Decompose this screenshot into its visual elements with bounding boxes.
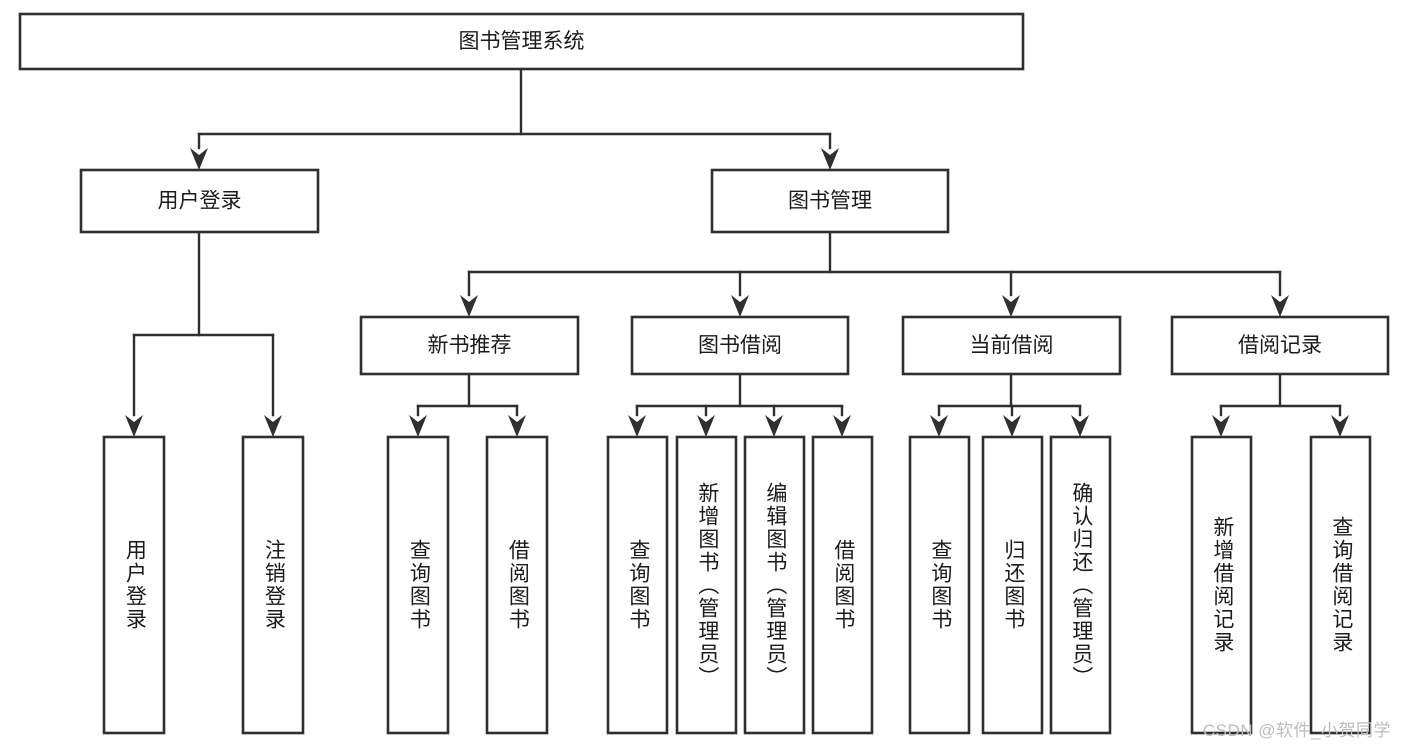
arrow-level3-to-leaf <box>930 415 948 437</box>
arrow-level3-to-leaf <box>409 415 427 437</box>
arrow-bookmanage-to-level3 <box>1271 295 1289 317</box>
arrow-level3-to-leaf <box>765 415 783 437</box>
node-box-layer <box>18 12 1390 735</box>
arrow-level3-to-leaf <box>697 415 715 437</box>
node-box-leaf-edit-book-admin[interactable] <box>743 435 806 735</box>
arrow-level3-to-leaf <box>628 415 646 437</box>
arrow-level3-to-leaf <box>1003 415 1021 437</box>
arrow-userlogin-to-leaf <box>125 415 143 437</box>
arrow-level3-to-leaf <box>833 415 851 437</box>
arrow-root-to-level2 <box>821 148 839 170</box>
arrow-level3-to-leaf <box>508 415 526 437</box>
node-box-leaf-return-book[interactable] <box>981 435 1044 735</box>
node-label-current-borrow: 当前借阅 <box>970 334 1054 357</box>
node-label-book-borrow: 图书借阅 <box>698 334 782 357</box>
node-box-leaf-cur-query-book[interactable] <box>908 435 971 735</box>
node-box-leaf-user-login[interactable] <box>102 435 166 735</box>
arrow-level3-to-leaf <box>1212 415 1230 437</box>
node-box-leaf-confirm-return-admin[interactable] <box>1049 435 1112 735</box>
node-box-leaf-borrow-query-book[interactable] <box>606 435 669 735</box>
arrow-root-to-level2 <box>190 148 208 170</box>
watermark-text: CSDN @软件_小贺同学 <box>1202 721 1391 740</box>
node-box-borrow-record[interactable] <box>1170 315 1390 376</box>
node-box-root[interactable] <box>18 12 1025 71</box>
arrow-bookmanage-to-level3 <box>731 295 749 317</box>
node-label-borrow-record: 借阅记录 <box>1238 334 1322 357</box>
node-box-book-borrow[interactable] <box>630 315 850 376</box>
node-box-user-login[interactable] <box>79 168 320 234</box>
node-box-leaf-add-book-admin[interactable] <box>675 435 738 735</box>
node-label-user-login: 用户登录 <box>158 190 242 213</box>
node-box-current-borrow[interactable] <box>901 315 1122 376</box>
connector-layer <box>125 67 1349 437</box>
node-label-book-manage: 图书管理 <box>788 190 872 213</box>
node-box-new-book-rec[interactable] <box>359 315 580 376</box>
node-label-root: 图书管理系统 <box>459 30 585 53</box>
arrow-bookmanage-to-level3 <box>460 295 478 317</box>
arrow-level3-to-leaf <box>1071 415 1089 437</box>
node-box-leaf-rec-query-book[interactable] <box>386 435 450 735</box>
node-box-leaf-logout[interactable] <box>241 435 305 735</box>
node-box-leaf-add-borrow-record[interactable] <box>1190 435 1253 735</box>
arrow-userlogin-to-leaf <box>264 415 282 437</box>
node-label-new-book-rec: 新书推荐 <box>428 334 512 357</box>
node-box-leaf-borrow-book[interactable] <box>811 435 874 735</box>
arrow-level3-to-leaf <box>1331 415 1349 437</box>
node-box-leaf-rec-borrow-book[interactable] <box>485 435 549 735</box>
arrow-bookmanage-to-level3 <box>1002 295 1020 317</box>
node-box-book-manage[interactable] <box>710 168 950 234</box>
node-box-leaf-query-borrow-record[interactable] <box>1309 435 1372 735</box>
